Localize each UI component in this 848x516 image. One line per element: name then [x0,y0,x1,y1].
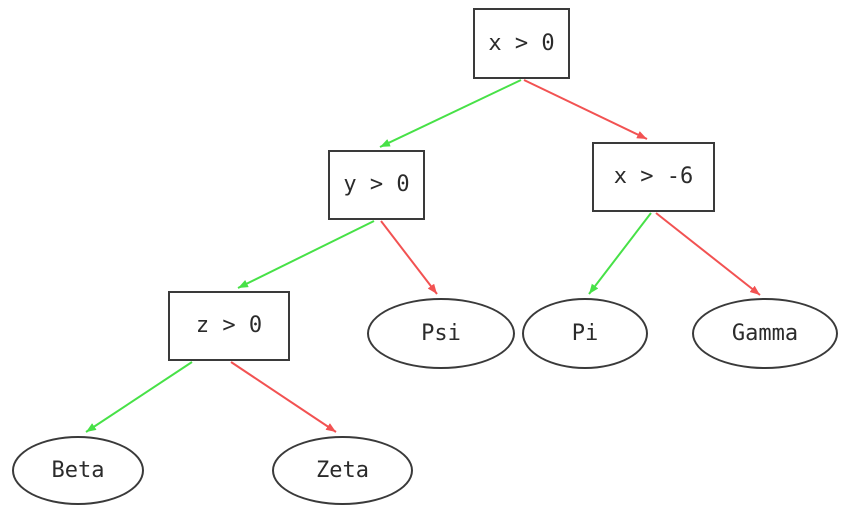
tree-node-label-leaf-pi: Pi [571,320,599,346]
tree-node-cond-y-gt-0: y > 0 [328,150,425,220]
edge-cond-y-gt-0-to-cond-z-gt-0-arrow [237,220,375,289]
tree-node-cond-x-gt-neg6: x > -6 [592,142,715,212]
edge-cond-z-gt-0-to-leaf-beta-arrow [85,361,193,433]
tree-node-leaf-beta: Beta [12,436,144,505]
tree-node-cond-x-gt-0: x > 0 [473,8,570,79]
tree-node-label-cond-y-gt-0: y > 0 [343,172,410,197]
edge-cond-x-gt-neg6-to-leaf-pi-arrow [588,212,652,295]
edge-cond-x-gt-0-to-cond-x-gt-neg6-arrow [523,79,648,140]
tree-node-leaf-pi: Pi [522,298,648,369]
edge-cond-x-gt-neg6-to-leaf-gamma-arrow [655,212,761,296]
tree-node-label-leaf-beta: Beta [51,457,105,483]
tree-node-leaf-zeta: Zeta [272,436,413,505]
tree-node-label-cond-z-gt-0: z > 0 [195,313,263,338]
tree-node-label-leaf-gamma: Gamma [731,320,799,346]
tree-node-cond-z-gt-0: z > 0 [168,291,290,361]
edge-cond-z-gt-0-to-leaf-zeta-arrow [230,361,337,433]
tree-node-leaf-psi: Psi [367,298,515,369]
tree-node-label-cond-x-gt-0: x > 0 [488,30,555,56]
tree-node-label-leaf-psi: Psi [421,320,461,346]
tree-node-leaf-gamma: Gamma [692,298,838,369]
edge-cond-x-gt-0-to-cond-y-gt-0-arrow [379,79,522,148]
tree-node-label-leaf-zeta: Zeta [316,457,369,483]
tree-node-label-cond-x-gt-neg6: x > -6 [613,164,694,189]
edge-cond-y-gt-0-to-leaf-psi-arrow [380,220,438,295]
